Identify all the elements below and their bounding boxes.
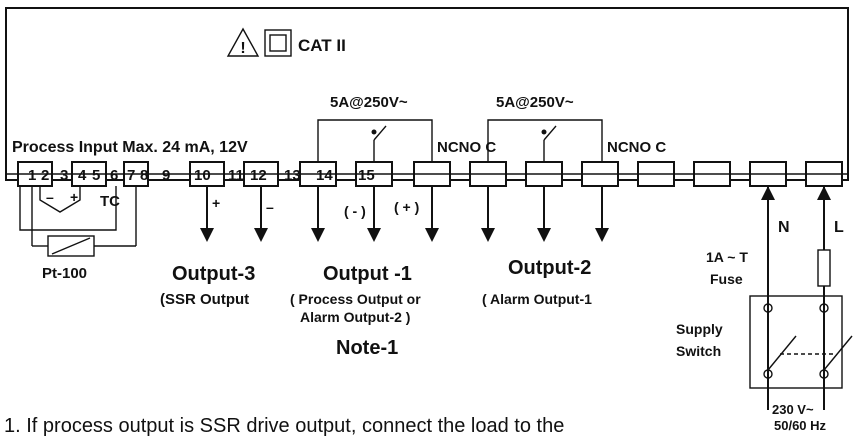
- supply-l-label: L: [834, 219, 844, 236]
- relay-2-contacts: NCNO C: [607, 139, 666, 156]
- output1-title: Output -1: [323, 263, 412, 285]
- relay-2: 5A@250V~ NCNO C: [487, 94, 666, 162]
- output-arrows: [200, 186, 609, 242]
- supply-voltage: 230 V~: [772, 402, 814, 417]
- relay-1-contacts: NCNO C: [437, 139, 496, 156]
- terminal-num-14: 14: [316, 167, 333, 184]
- terminal-num-12: 12: [250, 167, 267, 184]
- tc-minus: –: [46, 189, 54, 205]
- output3-subtitle: (SSR Output: [160, 291, 249, 308]
- output1-note: Note-1: [336, 337, 398, 359]
- terminal-num-13: 13: [284, 167, 301, 184]
- switch-label-2: Switch: [676, 343, 721, 359]
- terminal-num-6: 6: [110, 167, 118, 184]
- terminal-strip-right: [6, 161, 848, 187]
- output1-minus: ( - ): [344, 203, 366, 219]
- supply-n-label: N: [778, 219, 790, 236]
- relay-1-rating: 5A@250V~: [330, 94, 408, 111]
- footer-note: 1. If process output is SSR drive output…: [4, 415, 564, 437]
- output1-plus: ( + ): [394, 199, 419, 215]
- output1-line2: Alarm Output-2 ): [300, 309, 410, 325]
- fuse-icon: [817, 249, 831, 287]
- terminal-num-9: 9: [162, 167, 170, 184]
- category-label: CAT II: [298, 36, 346, 55]
- terminal-num-7: 7: [127, 167, 135, 184]
- process-input-label: Process Input Max. 24 mA, 12V: [12, 139, 248, 156]
- terminal-num-11: 11: [228, 167, 244, 184]
- tc-plus: +: [70, 189, 78, 205]
- terminal-num-10: 10: [194, 167, 211, 184]
- output3-minus: –: [266, 199, 274, 215]
- fuse-rating: 1A ~ T: [706, 249, 748, 265]
- terminal-num-5: 5: [92, 167, 100, 184]
- svg-text:!: !: [240, 40, 245, 57]
- fuse-label: Fuse: [710, 271, 743, 287]
- terminal-num-2: 2: [41, 167, 49, 184]
- output3-plus: +: [212, 195, 220, 211]
- supply-switch-box: [749, 295, 843, 389]
- terminal-num-8: 8: [140, 167, 148, 184]
- output2-subtitle: ( Alarm Output-1: [482, 291, 592, 307]
- output2-title: Output-2: [508, 257, 591, 279]
- double-square-icon: [264, 29, 292, 57]
- terminal-num-4: 4: [78, 167, 87, 184]
- input-wiring: – + TC Pt-100: [19, 186, 137, 282]
- terminal-num-1: 1: [28, 167, 36, 184]
- output3-title: Output-3: [172, 263, 255, 285]
- relay-2-rating: 5A@250V~: [496, 94, 574, 111]
- rtd-label: Pt-100: [42, 265, 87, 282]
- switch-label-1: Supply: [676, 321, 723, 337]
- supply-frequency: 50/60 Hz: [774, 418, 827, 433]
- terminal-num-15: 15: [358, 167, 375, 184]
- tc-label: TC: [100, 193, 120, 210]
- warning-triangle-icon: !: [226, 27, 260, 57]
- relay-1: 5A@250V~ NCNO C: [317, 94, 496, 162]
- supply-wiring: [749, 186, 853, 410]
- output1-line1: ( Process Output or: [290, 291, 421, 307]
- terminal-num-3: 3: [60, 167, 68, 184]
